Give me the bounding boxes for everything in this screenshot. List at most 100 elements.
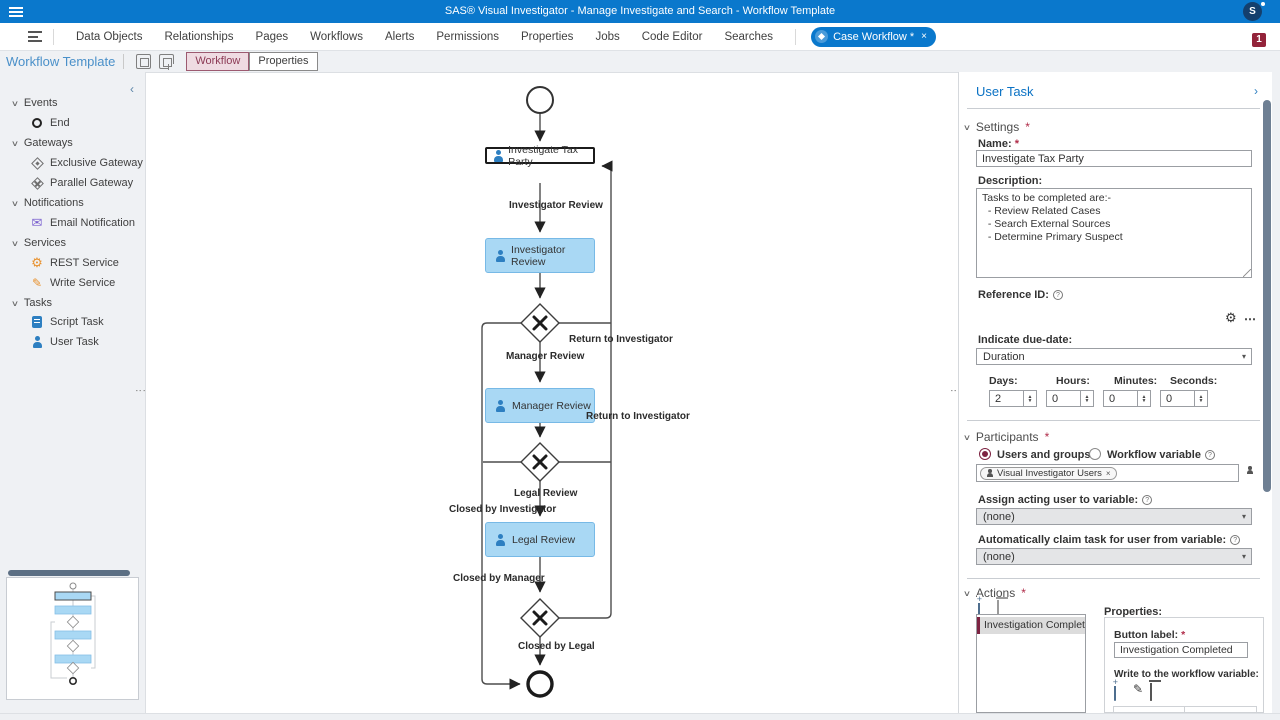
hours-stepper[interactable]: 0▲▼ bbox=[1046, 390, 1094, 407]
user-avatar[interactable]: S bbox=[1243, 2, 1262, 21]
palette-item-end[interactable]: End bbox=[0, 113, 144, 133]
notification-badge[interactable]: 1 bbox=[1252, 33, 1266, 47]
button-label-field[interactable] bbox=[1114, 642, 1248, 658]
end-event[interactable] bbox=[528, 672, 552, 696]
actions-list[interactable]: Investigation Completed bbox=[976, 614, 1086, 713]
node-manager-review[interactable]: Manager Review bbox=[485, 388, 595, 423]
palette-item-user-task[interactable]: User Task bbox=[0, 332, 144, 352]
chevron-right-icon[interactable]: › bbox=[1254, 84, 1258, 98]
palette-section-gateways[interactable]: ∨ Gateways bbox=[0, 133, 144, 153]
chevron-down-icon: ∨ bbox=[11, 299, 19, 308]
start-event[interactable] bbox=[527, 87, 553, 113]
radio-workflow-variable-label[interactable]: Workflow variable? bbox=[1107, 449, 1215, 461]
variable-table bbox=[1113, 706, 1257, 713]
days-stepper[interactable]: 2▲▼ bbox=[989, 390, 1037, 407]
palette-section-tasks[interactable]: ∨ Tasks bbox=[0, 293, 144, 313]
menu-item-jobs[interactable]: Jobs bbox=[595, 31, 619, 43]
gateway-3[interactable] bbox=[521, 599, 559, 637]
user-task-icon bbox=[30, 336, 44, 348]
radio-workflow-variable[interactable] bbox=[1089, 448, 1101, 460]
info-icon: ? bbox=[1205, 450, 1215, 460]
menu-item-workflows[interactable]: Workflows bbox=[310, 31, 363, 43]
palette-item-script-task[interactable]: Script Task bbox=[0, 312, 144, 332]
workflow-canvas[interactable]: Investigate Tax Party Investigator Revie… bbox=[145, 72, 958, 713]
minimap-scrollbar[interactable] bbox=[8, 570, 130, 576]
tab-case-workflow-label: Case Workflow * bbox=[833, 31, 914, 43]
tab-properties[interactable]: Properties bbox=[249, 52, 317, 71]
section-actions[interactable]: ∨ Actions * bbox=[964, 586, 1026, 600]
divider bbox=[123, 54, 124, 69]
palette-item-write-service[interactable]: ✎ Write Service bbox=[0, 273, 144, 293]
chevron-down-icon: ∨ bbox=[11, 239, 19, 248]
claim-variable-select[interactable]: (none) ▾ bbox=[976, 548, 1252, 565]
menu-item-searches[interactable]: Searches bbox=[724, 31, 773, 43]
node-investigate-tax-party[interactable]: Investigate Tax Party bbox=[485, 147, 595, 164]
node-legal-review[interactable]: Legal Review bbox=[485, 522, 595, 557]
seconds-stepper[interactable]: 0▲▼ bbox=[1160, 390, 1208, 407]
radio-users-and-groups-label[interactable]: Users and groups bbox=[997, 449, 1091, 461]
minutes-stepper[interactable]: 0▲▼ bbox=[1103, 390, 1151, 407]
section-participants[interactable]: ∨ Participants * bbox=[964, 430, 1049, 444]
participants-input[interactable]: Visual Investigator Users × bbox=[976, 464, 1239, 482]
delete-variable-icon[interactable] bbox=[1150, 683, 1152, 701]
menu-item-data-objects[interactable]: Data Objects bbox=[76, 31, 142, 43]
minimap[interactable] bbox=[6, 577, 139, 700]
case-workflow-icon bbox=[815, 30, 828, 43]
user-task-icon bbox=[495, 534, 505, 546]
description-field[interactable]: Tasks to be completed are:- - Review Rel… bbox=[976, 188, 1252, 278]
menu-item-properties[interactable]: Properties bbox=[521, 31, 573, 43]
name-field[interactable] bbox=[976, 150, 1252, 167]
menu-item-code-editor[interactable]: Code Editor bbox=[642, 31, 703, 43]
app-nav-icon[interactable] bbox=[28, 31, 42, 42]
action-list-item-selected[interactable]: Investigation Completed bbox=[977, 617, 1085, 634]
email-icon: ✉ bbox=[30, 218, 44, 228]
users-icon bbox=[986, 469, 993, 477]
edge-label: Legal Review bbox=[514, 488, 577, 499]
edge-label: Manager Review bbox=[506, 351, 584, 362]
menu-item-permissions[interactable]: Permissions bbox=[436, 31, 499, 43]
remove-chip-icon[interactable]: × bbox=[1106, 469, 1111, 478]
node-investigator-review[interactable]: Investigator Review bbox=[485, 238, 595, 273]
more-options-icon[interactable]: ⋯ bbox=[1244, 312, 1257, 326]
info-icon: ? bbox=[1230, 535, 1240, 545]
palette-section-services[interactable]: ∨ Services bbox=[0, 233, 144, 253]
palette-item-email-notification[interactable]: ✉ Email Notification bbox=[0, 213, 144, 233]
pencil-icon: ✎ bbox=[30, 277, 44, 289]
palette-item-parallel-gateway[interactable]: Parallel Gateway bbox=[0, 173, 144, 193]
right-splitter-handle[interactable]: ⋮ bbox=[953, 385, 957, 396]
panel-scrollbar[interactable] bbox=[1263, 100, 1271, 492]
left-splitter-handle[interactable]: ⋮ bbox=[138, 385, 142, 396]
menu-bar: Data Objects Relationships Pages Workflo… bbox=[0, 23, 1280, 51]
add-variable-icon[interactable] bbox=[1114, 683, 1116, 701]
settings-gear-icon[interactable]: ⚙ bbox=[1225, 310, 1237, 326]
save-icon[interactable] bbox=[136, 54, 151, 69]
tab-case-workflow[interactable]: Case Workflow * × bbox=[811, 27, 936, 47]
minimap-diagram bbox=[7, 578, 138, 699]
palette-section-notifications[interactable]: ∨ Notifications bbox=[0, 193, 144, 213]
section-settings[interactable]: ∨ Settings * bbox=[964, 120, 1030, 134]
edit-variable-icon[interactable]: ✎ bbox=[1133, 682, 1143, 696]
chevron-down-icon: ∨ bbox=[11, 139, 19, 148]
palette-item-rest-service[interactable]: ⚙ REST Service bbox=[0, 253, 144, 273]
exclusive-gateway-icon bbox=[30, 159, 44, 168]
save-as-icon[interactable] bbox=[159, 54, 174, 69]
tab-workflow[interactable]: Workflow bbox=[186, 52, 249, 71]
dropdown-caret-icon: ▾ bbox=[1242, 512, 1246, 521]
assign-variable-select[interactable]: (none) ▾ bbox=[976, 508, 1252, 525]
user-task-icon bbox=[495, 400, 505, 412]
gateway-2[interactable] bbox=[521, 443, 559, 481]
user-task-icon bbox=[495, 250, 504, 262]
palette-item-exclusive-gateway[interactable]: Exclusive Gateway bbox=[0, 153, 144, 173]
avatar-status-dot bbox=[1261, 2, 1265, 6]
radio-users-and-groups[interactable] bbox=[979, 448, 991, 460]
close-icon[interactable]: × bbox=[921, 31, 927, 42]
spinner-arrows-icon: ▲▼ bbox=[1080, 391, 1093, 406]
menu-item-relationships[interactable]: Relationships bbox=[164, 31, 233, 43]
menu-item-pages[interactable]: Pages bbox=[256, 31, 289, 43]
action-properties-box: Button label: * Write to the workflow va… bbox=[1104, 617, 1264, 713]
due-date-select[interactable]: Duration ▾ bbox=[976, 348, 1252, 365]
palette-section-events[interactable]: ∨ Events bbox=[0, 93, 144, 113]
menu-item-alerts[interactable]: Alerts bbox=[385, 31, 414, 43]
gateway-1[interactable] bbox=[521, 304, 559, 342]
participant-chip[interactable]: Visual Investigator Users × bbox=[980, 467, 1117, 480]
